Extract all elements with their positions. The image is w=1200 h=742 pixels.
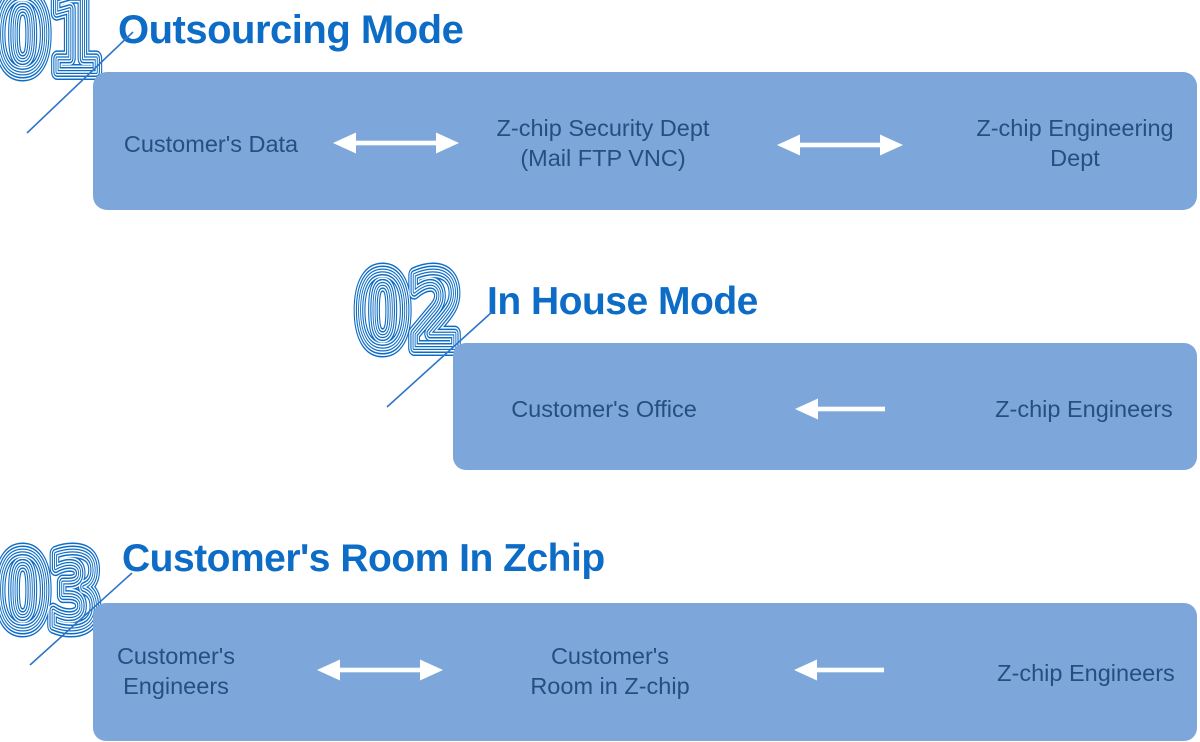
striped-number-text: 03 xyxy=(0,531,100,653)
double-arrow-icon xyxy=(777,134,903,156)
striped-number-text: 01 xyxy=(0,0,100,97)
bar-label-line: (Mail FTP VNC) xyxy=(520,145,686,171)
section-number-01: 01 01 01 01 01 01 xyxy=(0,0,108,104)
striped-number-text: 01 xyxy=(0,0,100,97)
bar-label-line: Z-chip Engineers xyxy=(997,660,1175,686)
section-number-03: 03 03 03 03 03 03 xyxy=(0,524,108,659)
left-arrow-icon xyxy=(794,659,884,681)
bar-label-line: Dept xyxy=(1050,145,1100,171)
mode-bar-customers-room: Customer's Engineers Customer's Room in … xyxy=(93,603,1197,741)
striped-number-text: 02 xyxy=(356,251,460,373)
bar-label-line: Room in Z-chip xyxy=(530,673,690,699)
striped-number-text: 01 xyxy=(0,0,100,97)
striped-number-text: 01 xyxy=(0,0,100,97)
striped-number-text: 03 xyxy=(0,531,100,653)
bar-label-line: Z-chip Engineers xyxy=(995,396,1173,422)
mode-bar-in-house: Customer's Office Z-chip Engineers xyxy=(453,343,1197,470)
leader-line xyxy=(26,31,134,134)
bar-label-line: Customer's xyxy=(116,643,236,669)
striped-number-text: 03 xyxy=(0,531,100,653)
striped-number-text: 03 xyxy=(0,531,100,653)
bar-label-line: Customer's Data xyxy=(123,131,299,157)
double-arrow-icon xyxy=(317,659,443,681)
bar-label-line: Customer's xyxy=(550,643,670,669)
striped-number-text: 01 xyxy=(0,0,100,97)
striped-number-text: 03 xyxy=(0,531,100,653)
leader-line xyxy=(29,572,133,666)
bar-label-line: Engineers xyxy=(123,673,229,699)
striped-number-text: 03 xyxy=(0,531,100,653)
striped-number-text: 01 xyxy=(0,0,100,97)
mode-bar-outsourcing: Customer's Data Z-chip Security Dept (Ma… xyxy=(93,72,1197,210)
bar-label-line: Z-chip Security Dept xyxy=(496,115,710,141)
double-arrow-icon xyxy=(333,132,459,154)
bar-label-line: Z-chip Engineering xyxy=(976,115,1174,141)
section-title-customers-room: Customer's Room In Zchip xyxy=(122,537,605,580)
section-title-outsourcing-mode: Outsourcing Mode xyxy=(118,8,464,52)
striped-number-text: 02 xyxy=(356,251,460,373)
section-number-02: 02 02 02 02 02 02 xyxy=(349,244,468,379)
section-title-in-house-mode: In House Mode xyxy=(487,280,758,323)
striped-number-text: 02 xyxy=(356,251,460,373)
striped-number-text: 02 xyxy=(356,251,460,373)
leader-line xyxy=(386,311,493,408)
bar-label-line: Customer's Office xyxy=(511,396,697,422)
left-arrow-icon xyxy=(795,398,885,420)
striped-number-text: 02 xyxy=(356,251,460,373)
